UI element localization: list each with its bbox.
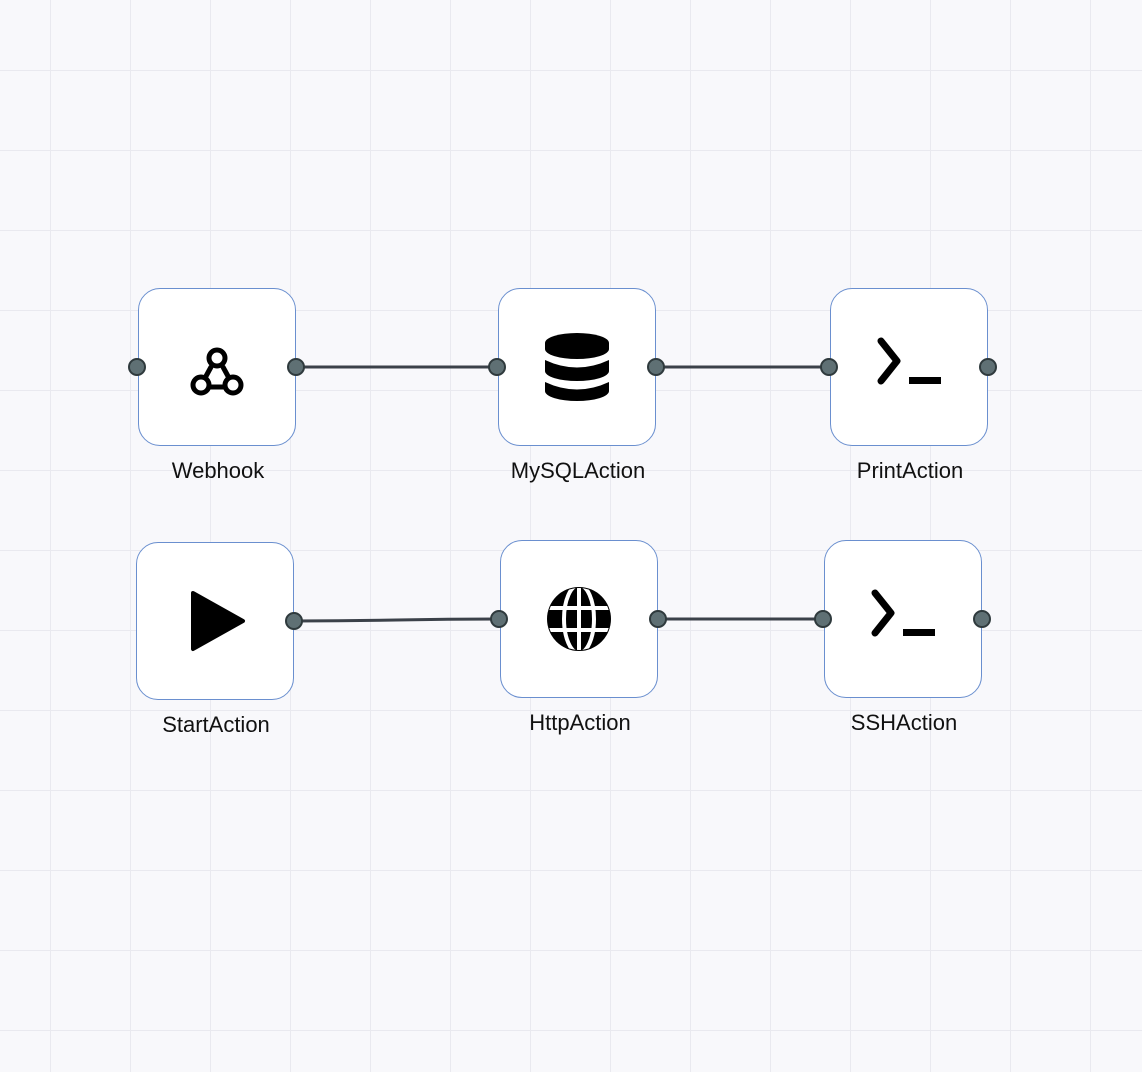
edge-start-http[interactable] [293, 617, 500, 623]
node-box[interactable] [824, 540, 982, 698]
node-http[interactable]: HttpAction [490, 540, 667, 735]
webhook-icon [190, 347, 244, 396]
node-start[interactable]: StartAction [136, 542, 303, 737]
node-box[interactable] [830, 288, 988, 446]
input-port[interactable] [128, 358, 146, 376]
node-label: SSHAction [850, 710, 958, 735]
input-port[interactable] [490, 610, 508, 628]
output-port[interactable] [979, 358, 997, 376]
input-port[interactable] [814, 610, 832, 628]
node-box[interactable] [136, 542, 294, 700]
node-box[interactable] [498, 288, 656, 446]
play-icon [191, 591, 245, 651]
node-label: Webhook [171, 458, 265, 483]
output-port[interactable] [287, 358, 305, 376]
output-port[interactable] [285, 612, 303, 630]
node-webhook[interactable]: Webhook [128, 288, 305, 483]
output-port[interactable] [973, 610, 991, 628]
node-label: HttpAction [529, 710, 631, 735]
terminal-icon [877, 337, 941, 385]
output-port[interactable] [649, 610, 667, 628]
input-port[interactable] [820, 358, 838, 376]
node-label: MySQLAction [510, 458, 646, 483]
node-box[interactable] [500, 540, 658, 698]
input-port[interactable] [488, 358, 506, 376]
node-ssh[interactable]: SSHAction [814, 540, 991, 735]
terminal-icon [871, 589, 935, 637]
output-port[interactable] [647, 358, 665, 376]
node-box[interactable] [138, 288, 296, 446]
node-label: StartAction [162, 712, 270, 737]
node-label: PrintAction [856, 458, 964, 483]
globe-icon [547, 587, 611, 651]
node-print[interactable]: PrintAction [820, 288, 997, 483]
database-icon [545, 333, 609, 401]
node-mysql[interactable]: MySQLAction [488, 288, 665, 483]
